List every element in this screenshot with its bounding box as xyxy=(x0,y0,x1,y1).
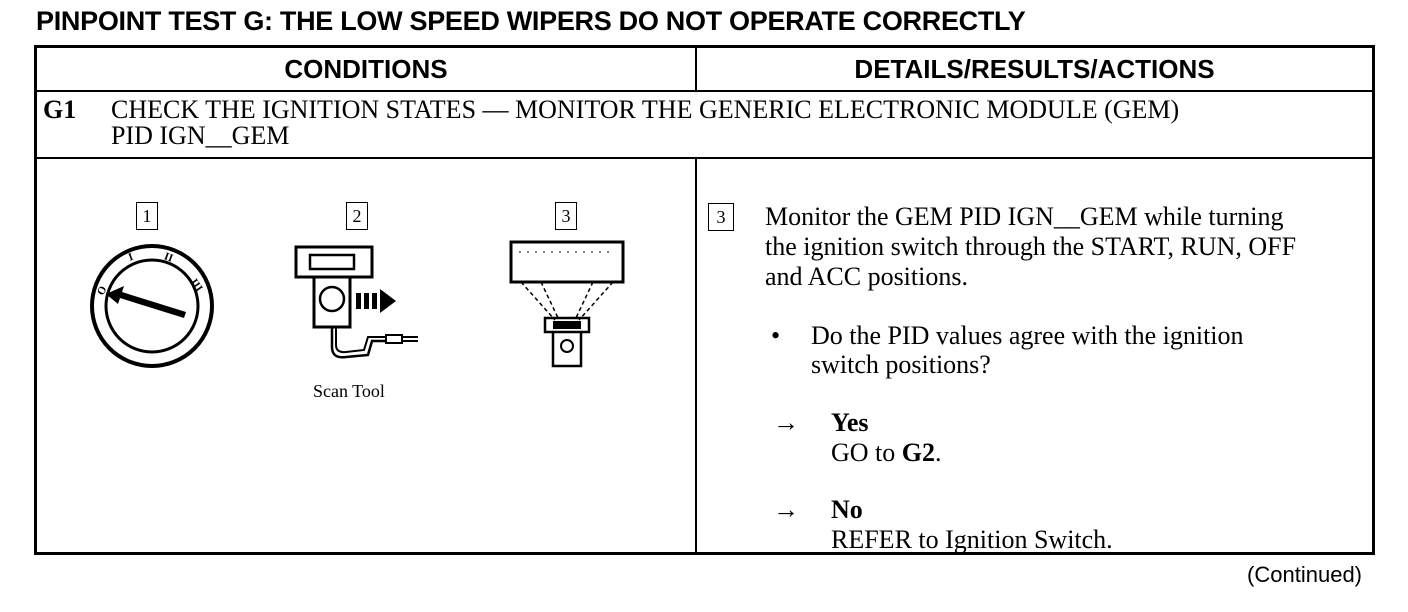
step-rule xyxy=(37,157,1372,159)
yes-action-suffix: . xyxy=(935,438,942,467)
details-header: DETAILS/RESULTS/ACTIONS xyxy=(854,54,1215,84)
yes-action-target: G2 xyxy=(901,438,936,467)
details-step-number: 3 xyxy=(708,203,734,231)
header-rule xyxy=(37,90,1372,92)
conditions-header: CONDITIONS xyxy=(284,54,448,84)
pinpoint-test-table: CONDITIONS DETAILS/RESULTS/ACTIONS G1 CH… xyxy=(34,45,1375,555)
question-line-2: switch positions? xyxy=(811,350,991,379)
step-title-line1: CHECK THE IGNITION STATES — MONITOR THE … xyxy=(111,95,1180,124)
no-label: No xyxy=(831,495,863,524)
yes-action: GO to G2. xyxy=(831,438,942,468)
instruction-line-2: the ignition switch through the START, R… xyxy=(765,232,1297,261)
step-number: G1 xyxy=(43,95,77,124)
scan-tool-caption: Scan Tool xyxy=(313,381,385,401)
step-title-line2: PID IGN__GEM xyxy=(111,121,290,150)
scan-tool-display-icon xyxy=(509,240,625,368)
page-title: PINPOINT TEST G: THE LOW SPEED WIPERS DO… xyxy=(36,6,1026,36)
figure-2-number: 2 xyxy=(346,202,368,230)
ignition-switch-icon: O I II III xyxy=(90,244,214,368)
no-arrow-icon: → xyxy=(773,495,799,524)
yes-label: Yes xyxy=(831,408,869,437)
no-action: REFER to Ignition Switch. xyxy=(831,525,1113,554)
column-divider xyxy=(695,48,697,91)
instruction-line-3: and ACC positions. xyxy=(765,262,968,291)
scan-tool-icon xyxy=(294,245,418,359)
ign-label-1: I xyxy=(127,251,135,264)
yes-action-prefix: GO to xyxy=(831,438,902,467)
yes-arrow-icon: → xyxy=(773,408,799,437)
figure-3-number: 3 xyxy=(555,202,577,230)
ign-label-2: II xyxy=(162,250,174,264)
bullet-icon: • xyxy=(771,321,781,350)
instruction-line-1: Monitor the GEM PID IGN__GEM while turni… xyxy=(765,202,1284,231)
column-divider-lower xyxy=(695,158,697,552)
continued-label: (Continued) xyxy=(1247,562,1362,587)
question-line-1: Do the PID values agree with the ignitio… xyxy=(811,321,1244,350)
figure-1-number: 1 xyxy=(136,202,158,230)
